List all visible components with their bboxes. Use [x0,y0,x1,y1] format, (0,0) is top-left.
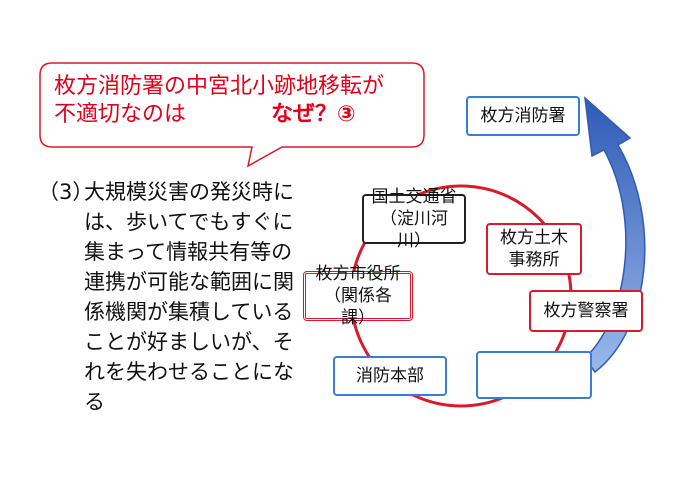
callout-line-2: 不適切なのは [54,102,187,127]
callout-bubble [39,62,425,168]
box-police: 枚方警察署 [529,290,643,332]
box-fire-station: 枚方消防署 [466,96,580,136]
box-fire-hq: 消防本部 [333,356,447,396]
callout-line-1: 枚方消防署の中宮北小跡地移転が [54,74,385,99]
callout-emphasis: なぜ？③ [271,102,356,127]
box-public-works: 枚方土木事務所 [486,223,582,275]
explanation-number: （3） [38,180,94,204]
explanation-text: 大規模災害の発災時には、歩いてでもすぐに集まって情報共有等の連携が可能な範囲に関… [84,180,294,414]
box-former-site [476,351,592,399]
box-city-hall: 枚方市役所（関係各課） [303,264,413,328]
box-mlit: 国土交通省（淀川河川） [362,187,466,251]
callout-text: 枚方消防署の中宮北小跡地移転が 不適切なのは なぜ？③ [54,73,424,129]
